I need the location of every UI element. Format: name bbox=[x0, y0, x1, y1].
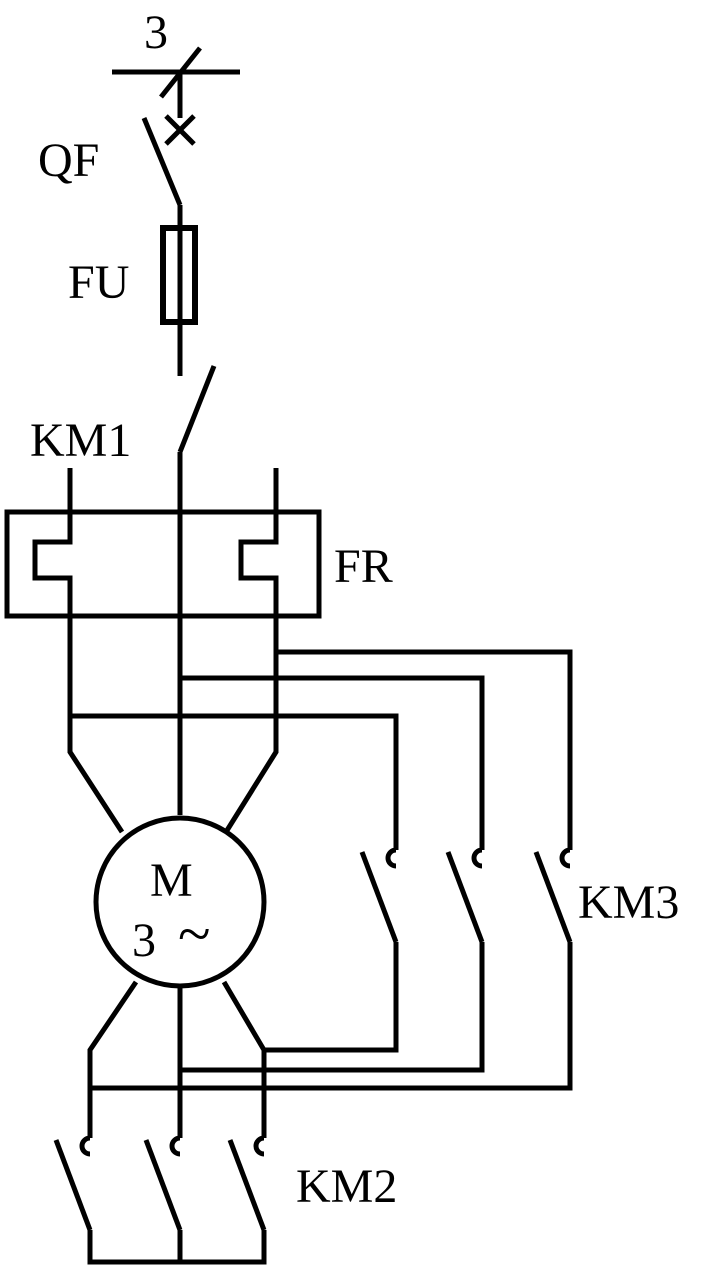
thermal-relay-fr: FR bbox=[4, 509, 393, 619]
fuse-label: FU bbox=[68, 256, 129, 309]
main-contactor-km1: KM1 bbox=[30, 365, 279, 512]
breaker-label: QF bbox=[38, 134, 99, 187]
motor-phase: 3 bbox=[132, 914, 156, 967]
motor: M 3 ~ bbox=[93, 815, 267, 989]
supply-line: 3 bbox=[112, 6, 240, 118]
delta-contactor-km3: KM3 bbox=[359, 847, 679, 943]
star-contactor-km2: KM2 bbox=[53, 1135, 397, 1265]
thermal-relay-label: FR bbox=[334, 540, 393, 593]
fuse-fu: FU bbox=[68, 225, 198, 376]
star-contactor-label: KM2 bbox=[296, 1160, 397, 1213]
delta-contactor-label: KM3 bbox=[578, 876, 679, 929]
motor-letter: M bbox=[150, 854, 193, 907]
circuit-breaker-qf: QF bbox=[38, 114, 196, 228]
motor-ac-symbol: ~ bbox=[178, 901, 210, 967]
main-contactor-label: KM1 bbox=[30, 414, 131, 467]
lower-phase-wiring bbox=[87, 942, 573, 1138]
phase-count-label: 3 bbox=[144, 6, 168, 59]
upper-phase-wiring bbox=[67, 616, 573, 850]
